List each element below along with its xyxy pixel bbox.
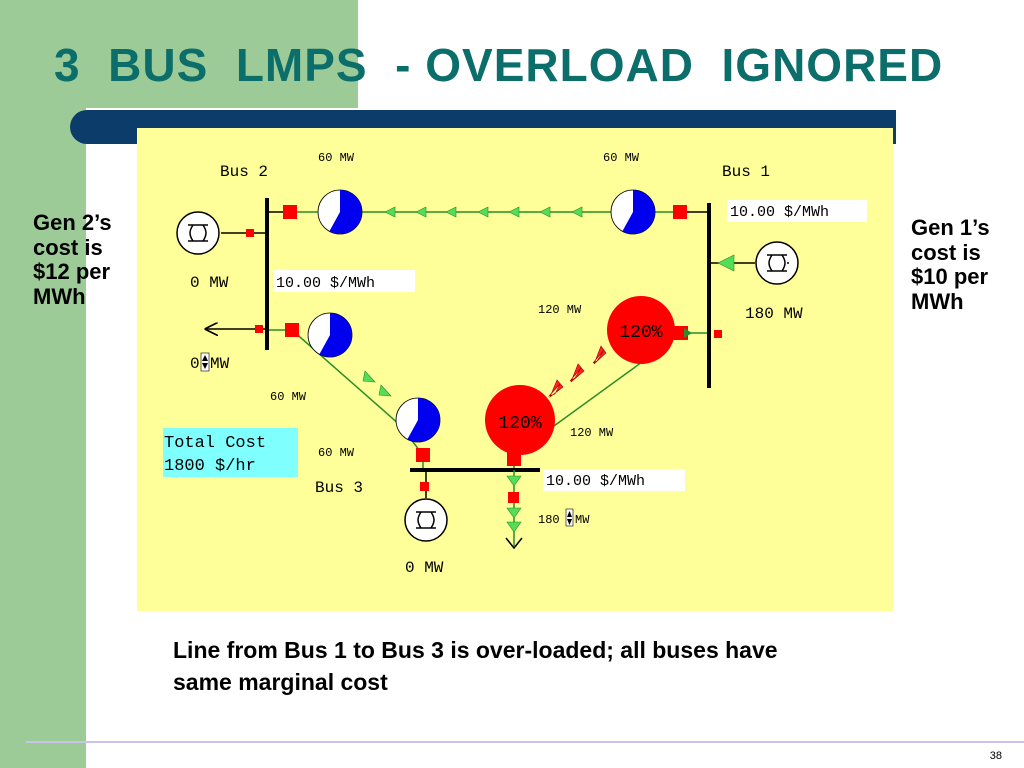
meter-line2-upper-label: 120% (619, 323, 662, 343)
total-cost-value: 1800 $/hr (164, 457, 256, 476)
meter-line1-right[interactable] (610, 189, 656, 235)
bus2-load-unit: MW (210, 355, 230, 373)
gen1-symbol[interactable] (755, 241, 799, 285)
price-bus3: 10.00 $/MWh (546, 473, 645, 490)
gen2-output: 0 MW (190, 274, 229, 292)
total-cost-label: Total Cost (164, 434, 266, 453)
bus3-load-value: 180 (538, 513, 560, 527)
breaker-bus3-line2[interactable] (507, 452, 521, 466)
flow-label-line1-right: 60 MW (603, 151, 640, 165)
bus3-load-unit: MW (575, 513, 590, 527)
price-bus2-box (273, 270, 415, 292)
bus-3-label: Bus 3 (315, 479, 363, 497)
price-bus1-box (727, 200, 867, 222)
flow-label-line3-bottom: 60 MW (318, 446, 355, 460)
flow-arrows-bus1-to-bus2 (384, 206, 583, 218)
price-bus1: 10.00 $/MWh (730, 204, 829, 221)
bus3-load-arrowhead (505, 537, 523, 550)
breaker-gen2[interactable] (246, 229, 254, 237)
meter-line2-upper-overload[interactable]: 120% (607, 296, 675, 364)
meter-line3-upper[interactable] (307, 312, 353, 358)
page-number: 38 (989, 750, 1002, 762)
price-bus2: 10.00 $/MWh (276, 275, 375, 292)
flow-arrows-bus1-to-bus3 (547, 345, 607, 398)
title-bar-end (893, 110, 896, 144)
slide-title: 3 BUS LMPS - OVERLOAD IGNORED (54, 39, 944, 91)
breaker-gen3[interactable] (420, 482, 429, 491)
gen2-symbol[interactable] (176, 211, 220, 255)
total-cost-box (163, 428, 298, 477)
flow-label-line1-left: 60 MW (318, 151, 355, 165)
breaker-bus1-line1[interactable] (673, 205, 687, 219)
breaker-bus2-line1[interactable] (283, 205, 297, 219)
meter-line2-lower-label: 120% (498, 414, 541, 434)
bus3-load-flow-arrows (506, 475, 522, 533)
flow-label-line3-top: 60 MW (270, 390, 307, 404)
breaker-bus1-small[interactable] (714, 330, 722, 338)
breaker-load3[interactable] (508, 492, 519, 503)
bus2-load-spinner[interactable] (200, 352, 210, 372)
gen1-cost-note: Gen 1’s cost is $10 per MWh (911, 215, 990, 314)
meter-line2-lower-overload[interactable]: 120% (485, 385, 555, 455)
flow-label-line2-bottom: 120 MW (570, 426, 614, 440)
breaker-bus3-line3[interactable] (416, 448, 430, 462)
gen3-symbol[interactable] (404, 498, 448, 542)
breaker-load2[interactable] (255, 325, 263, 333)
flow-arrows-bus2-to-bus3 (362, 370, 392, 397)
bus2-load-value: 0 (190, 355, 200, 373)
gen2-cost-note: Gen 2’s cost is $12 per MWh (33, 210, 112, 309)
bus3-load-spinner[interactable] (565, 508, 574, 527)
flow-label-line2-top: 120 MW (538, 303, 582, 317)
slide-caption: Line from Bus 1 to Bus 3 is over-loaded;… (173, 637, 778, 695)
gen3-output: 0 MW (405, 559, 444, 577)
gen1-output: 180 MW (745, 305, 803, 323)
footer-rule (26, 741, 1024, 743)
bus1-line2-arrow (684, 328, 692, 338)
bus-2-label: Bus 2 (220, 163, 268, 181)
top-green-band (0, 0, 358, 108)
breaker-bus2-line3[interactable] (285, 323, 299, 337)
meter-line3-lower[interactable] (395, 397, 441, 443)
price-bus3-box (543, 469, 685, 491)
meter-line1-left[interactable] (317, 189, 363, 235)
gen1-output-arrow (717, 254, 735, 272)
bus-1-label: Bus 1 (722, 163, 770, 181)
